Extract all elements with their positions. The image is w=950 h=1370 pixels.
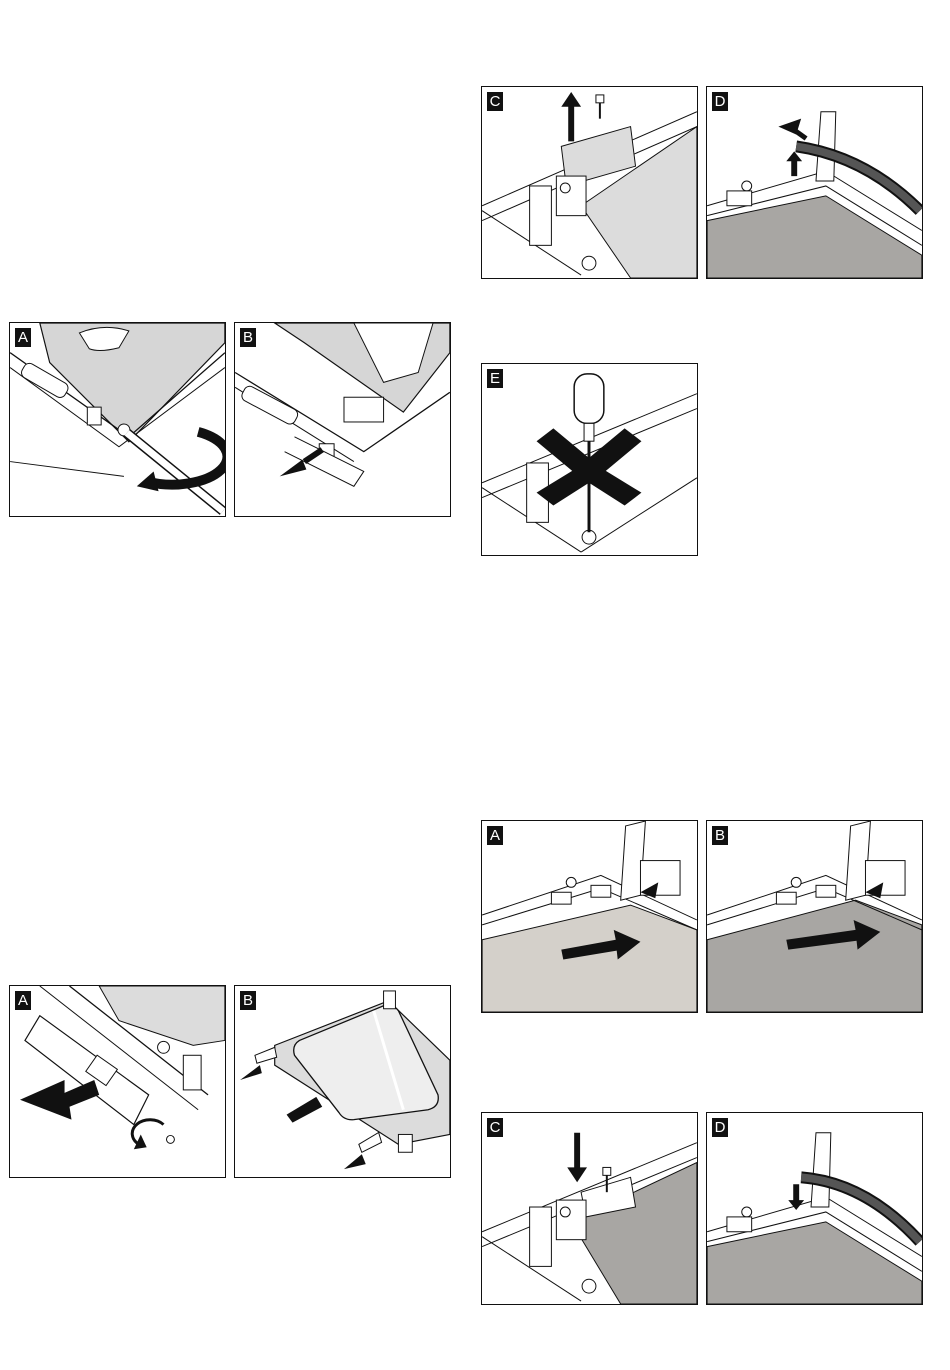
figure-panel-2c: C <box>481 86 698 279</box>
figure-label: A <box>15 328 31 347</box>
figure-label: C <box>487 92 503 111</box>
illustration-panel-removal-screw <box>10 323 225 516</box>
figure-panel-4d: D <box>706 1112 923 1305</box>
illustration-side-trim-removal <box>235 323 450 516</box>
illustration-insert-glass-pane <box>482 821 697 1012</box>
figure-panel-2d: D <box>706 86 923 279</box>
figure-label: A <box>15 991 31 1010</box>
figure-label: B <box>712 826 728 845</box>
illustration-seal-pull <box>707 87 922 278</box>
illustration-press-seal-down <box>707 1113 922 1304</box>
figure-label: B <box>240 328 256 347</box>
figure-panel-4a: A <box>481 820 698 1013</box>
figure-label: E <box>487 369 503 388</box>
illustration-glass-pane-removal <box>235 986 450 1177</box>
illustration-side-strip-removal <box>10 986 225 1177</box>
figure-panel-2e: E <box>481 363 698 556</box>
figure-panel-3a: A <box>9 985 226 1178</box>
figure-label: D <box>712 92 728 111</box>
figure-panel-1b: B <box>234 322 451 517</box>
figure-label: B <box>240 991 256 1010</box>
illustration-do-not-loosen-screw <box>482 364 697 555</box>
figure-label: C <box>487 1118 503 1137</box>
illustration-bracket-lift <box>482 87 697 278</box>
figure-panel-4b: B <box>706 820 923 1013</box>
illustration-push-pane-position <box>707 821 922 1012</box>
figure-panel-3b: B <box>234 985 451 1178</box>
illustration-refit-bracket-screw <box>482 1113 697 1304</box>
figure-label: A <box>487 826 503 845</box>
figure-label: D <box>712 1118 728 1137</box>
figure-panel-1a: A <box>9 322 226 517</box>
figure-panel-4c: C <box>481 1112 698 1305</box>
